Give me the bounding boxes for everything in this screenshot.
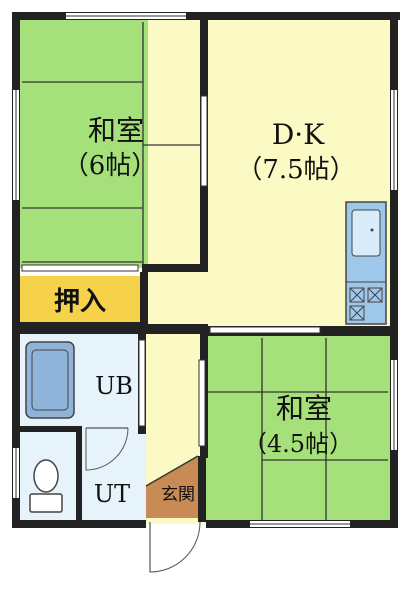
toilet bbox=[29, 459, 63, 513]
tatami-lines-45 bbox=[208, 338, 388, 520]
tatami-lines-6 bbox=[22, 22, 204, 266]
genkan-label: 玄関 bbox=[161, 485, 195, 505]
sliding-doors bbox=[21, 95, 321, 447]
washitsu-45-size: （4.5帖） bbox=[243, 430, 353, 458]
ub-label: UB bbox=[95, 372, 133, 400]
bathtub bbox=[25, 341, 75, 419]
windows bbox=[13, 13, 397, 527]
dk-name: D·K bbox=[272, 118, 325, 151]
kitchen-counter bbox=[345, 201, 387, 325]
entrance-step bbox=[145, 455, 199, 487]
room-genkan-fill bbox=[146, 456, 206, 518]
ut-label: UT bbox=[94, 480, 130, 508]
washitsu-6-name: 和室 bbox=[88, 114, 144, 147]
room-washitsu-45-fill bbox=[206, 334, 390, 522]
dk-size: （7.5帖） bbox=[236, 155, 355, 185]
room-oshiire-fill bbox=[20, 276, 140, 322]
entrance-door-swing bbox=[149, 521, 201, 573]
washitsu-6-size: （6帖） bbox=[63, 151, 158, 181]
ub-door-swing bbox=[85, 427, 129, 471]
oshiire-label: 押入 bbox=[54, 287, 106, 317]
washitsu-45-name: 和室 bbox=[276, 392, 332, 425]
